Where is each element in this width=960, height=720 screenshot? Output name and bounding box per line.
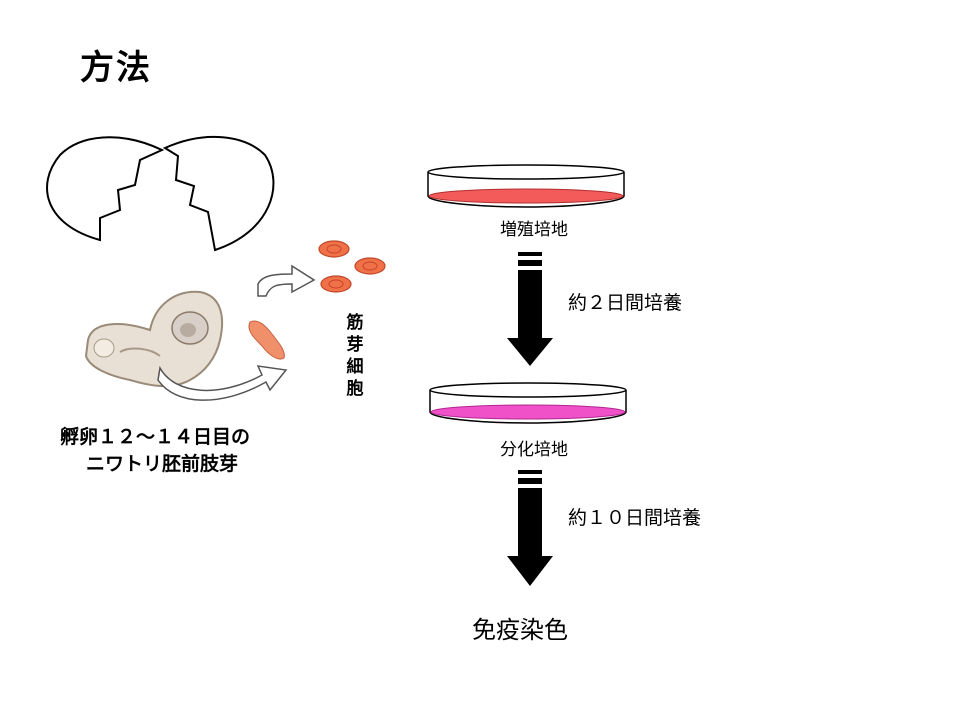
cell-icon [318,240,386,293]
step2-duration-label: 約１０日間培養 [568,507,702,529]
myoblast-label: 筋 芽 細 胞 [340,312,370,400]
embryo-caption-line1: 孵卵１２～１４日目の [60,426,251,448]
differentiation-medium-label: 分化培地 [500,440,568,460]
myoblast-char: 芽 [346,335,364,355]
eggshell-icon [46,135,275,252]
myoblast-char: 細 [346,357,364,377]
down-arrow-icon [507,252,553,366]
embryo-icon [84,290,224,387]
myoblast-char: 筋 [346,313,364,333]
petri-dish-icon [429,382,627,424]
curved-arrow-icon [257,264,316,297]
embryo-caption: 孵卵１２～１４日目の ニワトリ胚前肢芽 [60,424,250,478]
final-step-label: 免疫染色 [472,616,568,644]
petri-dish-icon [427,164,625,208]
down-arrow-icon [507,470,553,586]
growth-medium-label: 増殖培地 [500,220,568,240]
tissue-icon [248,320,285,360]
embryo-caption-line2: ニワトリ胚前肢芽 [86,453,239,475]
step1-duration-label: 約２日間培養 [568,292,683,314]
curved-arrow-icon [157,365,288,401]
myoblast-char: 胞 [346,379,364,399]
page-title: 方法 [80,48,152,88]
